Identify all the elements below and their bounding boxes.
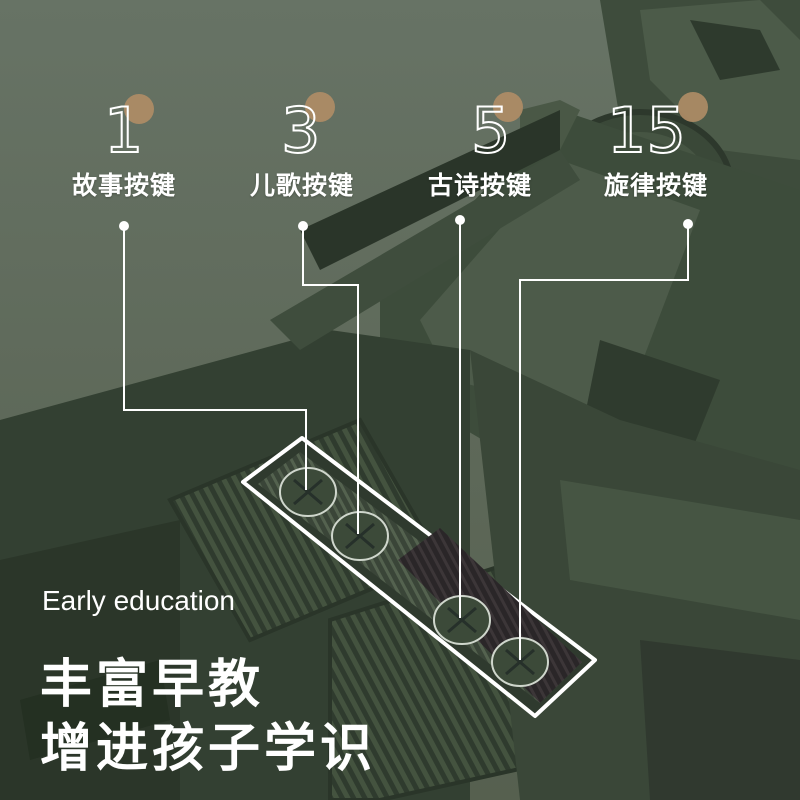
headline-line-1: 丰富早教 [40,655,265,715]
button-melody[interactable] [491,637,549,687]
feature-label-song: 儿歌按键 [250,171,355,200]
headline-line-2: 增进孩子学识 [40,719,377,779]
button-story[interactable] [279,467,337,517]
feature-number-3: 3 [277,92,337,162]
feature-number-5: 5 [467,92,527,162]
button-song[interactable] [331,511,389,561]
feature-label-poem: 古诗按键 [428,171,533,200]
accent-dot [305,92,335,122]
leader-dot [298,221,308,231]
svg-text:5: 5 [471,94,510,162]
leader-dot [119,221,129,231]
feature-label-story: 故事按键 [72,171,177,200]
feature-label-melody: 旋律按键 [604,171,709,200]
accent-dot [678,92,708,122]
leader-dot [455,215,465,225]
feature-number-15: 15 [605,92,715,162]
accent-dot [124,94,154,124]
subtitle-english: Early education [42,585,236,616]
svg-text:15: 15 [607,94,686,162]
accent-dot [493,92,523,122]
leader-dot [683,219,693,229]
feature-number-1: 1 [98,92,158,162]
button-poem[interactable] [433,595,491,645]
svg-text:3: 3 [281,94,320,162]
leader-lines [123,220,689,660]
svg-text:1: 1 [104,94,143,162]
